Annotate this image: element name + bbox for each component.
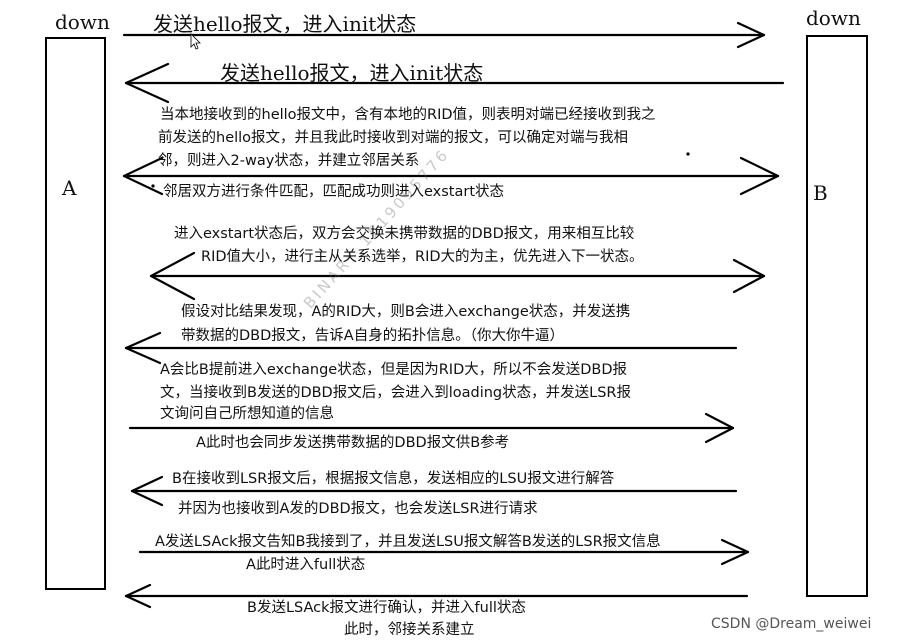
label-lsack-line2: A此时进入full状态 <box>246 557 366 573</box>
node-a-name: A <box>62 176 77 200</box>
label-loading-line3: 文询问自己所想知道的信息 <box>160 406 334 422</box>
label-dbd-a: A此时也会同步发送携带数据的DBD报文供B参考 <box>196 435 510 451</box>
label-full-line1: B发送LSAck报文进行确认，并进入full状态 <box>247 600 526 616</box>
node-b-name: B <box>813 181 828 205</box>
label-2way-line3: 邻，则进入2-way状态，并建立邻居关系 <box>158 153 420 169</box>
label-loading-line1: A会比B提前进入exchange状态，但是因为RID大，所以不会发送DBD报 <box>160 362 628 378</box>
label-loading-line2: 文，当接收到B发送的DBD报文后，会进入到loading状态，并发送LSR报 <box>160 385 631 401</box>
label-hello-a: 发送hello报文，进入init状态 <box>153 12 417 36</box>
label-2way-line1: 当本地接收到的hello报文中，含有本地的RID值，则表明对端已经接收到我之 <box>160 107 656 123</box>
label-lsu-line1: B在接收到LSR报文后，根据报文信息，发送相应的LSU报文进行解答 <box>172 471 615 487</box>
arrow-lsr-a-to-b <box>128 412 735 444</box>
label-exchange-line2: 带数据的DBD报文，告诉A自身的拓扑信息。（你大你牛逼） <box>181 328 564 344</box>
arrow-2way-bidirectional <box>122 156 780 196</box>
label-2way-line2: 前发送的hello报文，并且我此时接收到对端的报文，可以确定对端与我相 <box>158 130 629 146</box>
node-b-box <box>806 35 868 597</box>
label-exstart-match: 邻居双方进行条件匹配，匹配成功则进入exstart状态 <box>163 184 505 200</box>
arrow-lsu-b-to-a <box>130 475 738 507</box>
arrow-exchange-b-to-a <box>124 331 738 365</box>
credit-text: CSDN @Dream_weiwei <box>711 616 872 632</box>
label-exstart-line2: RID值大小，进行主从关系选举，RID大的为主，优先进入下一状态。 <box>201 249 644 265</box>
arrow-exstart-bidirectional <box>149 251 766 301</box>
label-exchange-line1: 假设对比结果发现，A的RID大，则B会进入exchange状态，并发送携 <box>181 304 631 320</box>
label-lsack-line1: A发送LSAck报文告知B我接到了，并且发送LSU报文解答B发送的LSR报文信息 <box>155 534 661 550</box>
arrow-hello-b-to-a <box>124 62 785 104</box>
label-exstart-line1: 进入exstart状态后，双方会交换未携带数据的DBD报文，用来相互比较 <box>174 226 635 242</box>
arrow-lsack-a-to-b <box>138 538 750 566</box>
node-a-box <box>45 37 106 590</box>
label-full-line2: 此时，邻接关系建立 <box>344 622 475 638</box>
arrow-lsack-b-to-a <box>124 583 749 609</box>
node-b-state: down <box>806 6 861 30</box>
label-lsu-line2: 并因为也接收到A发的DBD报文，也会发送LSR进行请求 <box>178 501 538 517</box>
label-hello-b: 发送hello报文，进入init状态 <box>220 61 484 85</box>
arrow-hello-a-to-b <box>122 21 766 49</box>
node-a-state: down <box>55 10 110 34</box>
